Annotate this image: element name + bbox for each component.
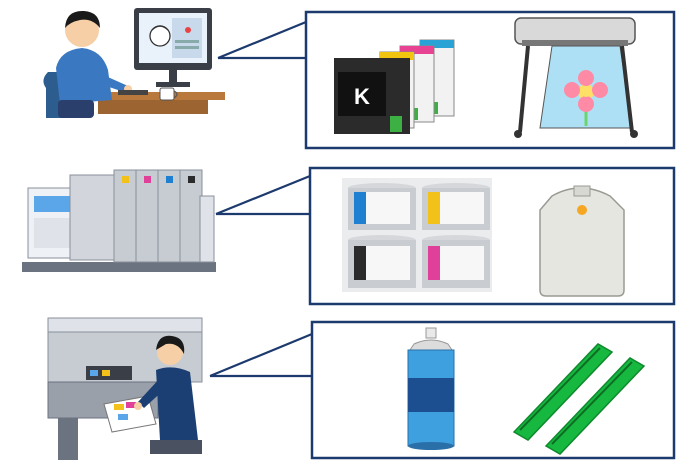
callout-connector-2 (215, 174, 311, 216)
solvent-canister-icon (539, 185, 625, 297)
callout-connector-3 (209, 332, 313, 378)
callout-connector-1 (217, 20, 307, 60)
designer-scene (43, 8, 225, 118)
ink-cartridges-icon: K (334, 39, 455, 134)
green-strips-icon (512, 343, 646, 455)
cartridge-k-label: K (354, 84, 370, 109)
ink-cans-icon (342, 178, 492, 292)
offset-press-scene (22, 169, 216, 272)
operator-scene (47, 317, 203, 460)
large-format-printer-icon (514, 17, 638, 138)
spray-can-icon (407, 327, 455, 450)
